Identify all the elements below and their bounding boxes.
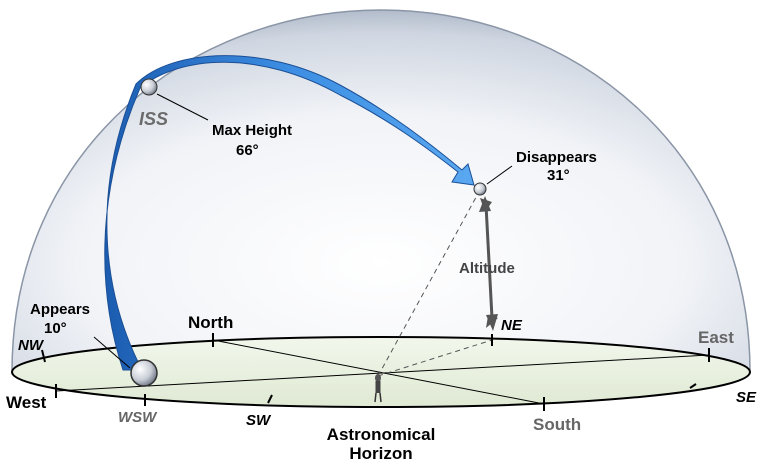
horizon-label-line1: Astronomical <box>327 425 436 444</box>
observer-figure <box>374 374 382 403</box>
direction-se: SE <box>736 389 757 406</box>
east-west-line <box>55 354 710 392</box>
altitude-arrow-top-head <box>479 196 491 212</box>
max-height-label: Max Height <box>212 122 292 139</box>
appears-label: Appears <box>30 301 90 318</box>
direction-east: East <box>698 328 734 347</box>
iss-disappears-marker <box>473 182 487 196</box>
iss-path-arrow <box>104 55 475 371</box>
sky-dome <box>11 9 751 373</box>
altitude-arrow-bottom-head <box>486 314 498 331</box>
disappears-leader <box>486 165 513 185</box>
appears-leader <box>93 336 131 369</box>
max-height-value: 66° <box>236 142 259 159</box>
direction-wsw: WSW <box>118 409 158 426</box>
appears-value: 10° <box>44 320 67 337</box>
direction-nw: NW <box>18 337 45 354</box>
disappears-label: Disappears <box>516 149 597 166</box>
observer-ne-line[interactable] <box>377 339 493 377</box>
direction-north: North <box>188 313 233 332</box>
iss-appears-marker <box>130 359 158 387</box>
disappears-value: 31° <box>547 167 570 184</box>
direction-sw: SW <box>246 412 272 429</box>
iss-label: ISS <box>139 109 168 129</box>
altitude-label: Altitude <box>459 260 515 277</box>
direction-south: South <box>533 415 581 434</box>
max-height-leader <box>156 93 209 121</box>
north-south-line <box>212 339 545 405</box>
iss-max-height-marker <box>140 78 158 96</box>
direction-ne: NE <box>501 317 523 334</box>
direction-west: West <box>6 393 47 412</box>
horizon-ticks <box>41 333 710 411</box>
horizon-label-line2: Horizon <box>349 444 412 463</box>
